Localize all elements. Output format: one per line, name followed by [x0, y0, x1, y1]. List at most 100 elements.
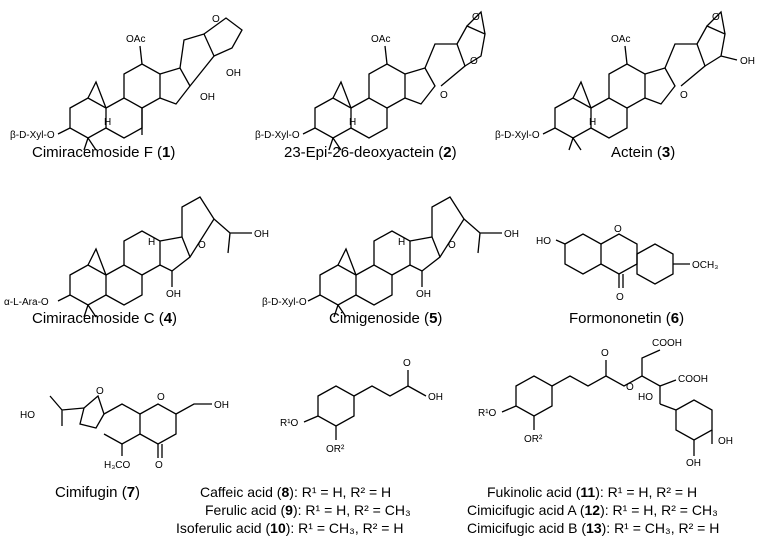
- compound-name: Fukinolic acid: [487, 484, 572, 500]
- label-o-4: O: [198, 240, 206, 251]
- caption-compound-1: Cimiracemoside F (1): [32, 144, 176, 161]
- substituent-definition: : R¹ = H, R² = CH₃: [604, 502, 718, 518]
- label-h3co-7: H₃CO: [104, 460, 131, 471]
- compound-number: 8: [281, 484, 290, 500]
- compound-name: Cimigenoside: [329, 310, 420, 327]
- caption-compound-7: Cimifugin (7): [55, 484, 141, 501]
- label-h-2: H: [349, 117, 356, 128]
- label-ara-4: α-L-Ara-O: [4, 297, 49, 308]
- compound-name: 23-Epi-26-deoxyactein: [284, 144, 435, 161]
- structure-1: [57, 17, 243, 151]
- label-oh-5b: OH: [416, 289, 431, 300]
- label-o-11: O: [601, 348, 609, 359]
- structure-11-13: [501, 349, 713, 456]
- label-xyl-3: β-D-Xyl-O: [495, 130, 540, 141]
- label-oac-3: OAc: [611, 34, 630, 45]
- label-cooh-11b: COOH: [678, 374, 708, 385]
- label-o-6b: O: [616, 292, 624, 303]
- caption-compound-12: Cimicifugic acid A (12): R¹ = H, R² = CH…: [467, 502, 718, 518]
- caption-compound-6: Formononetin (6): [569, 310, 685, 327]
- structure-8-10: [303, 370, 427, 440]
- label-o-2a: O: [470, 56, 478, 67]
- label-r1o-11: R¹O: [478, 408, 497, 419]
- label-oh-8: OH: [428, 392, 443, 403]
- label-or2-11: OR²: [524, 434, 543, 445]
- caption-compound-11: Fukinolic acid (11): R¹ = H, R² = H: [487, 484, 698, 500]
- compound-number: 2: [443, 144, 452, 161]
- compound-number: 4: [163, 310, 173, 327]
- caption-compound-8: Caffeic acid (8): R¹ = H, R² = H: [200, 484, 392, 500]
- compound-name: Cimifugin: [55, 484, 118, 501]
- label-h-3: H: [589, 117, 596, 128]
- structure-2: [302, 10, 486, 151]
- label-h-4: H: [148, 237, 155, 248]
- compound-number: 10: [270, 520, 286, 536]
- label-oh-4a: OH: [254, 229, 269, 240]
- label-or2-8: OR²: [326, 444, 345, 455]
- structure-6: [555, 233, 690, 288]
- compound-number: 3: [661, 144, 671, 161]
- label-o-3b: O: [680, 90, 688, 101]
- label-o-6: O: [614, 224, 622, 235]
- compound-name: Cimiracemoside C: [32, 310, 155, 327]
- structure-7: [49, 394, 212, 458]
- label-oh-1b: OH: [200, 92, 215, 103]
- label-ho-6: HO: [536, 236, 551, 247]
- compound-name: Cimiracemoside F: [32, 144, 153, 161]
- caption-compound-2: 23-Epi-26-deoxyactein (2): [284, 144, 457, 161]
- compound-name: Cimicifugic acid A: [467, 502, 576, 518]
- label-oh-3: OH: [740, 56, 755, 67]
- label-cooh-11a: COOH: [652, 338, 682, 349]
- structure-5: [307, 196, 502, 318]
- label-xyl-1: β-D-Xyl-O: [10, 130, 55, 141]
- label-o-2b: O: [440, 90, 448, 101]
- caption-compound-13: Cimicifugic acid B (13): R¹ = CH₃, R² = …: [467, 520, 720, 536]
- label-och3-6: OCH₃: [692, 260, 718, 271]
- compound-number: 12: [584, 502, 601, 518]
- compound-name: Caffeic acid: [200, 484, 273, 500]
- substituent-definition: : R¹ = CH₃, R² = H: [606, 520, 720, 536]
- compound-name: Formononetin: [569, 310, 662, 327]
- label-o-8: O: [403, 358, 411, 369]
- label-oac-1: OAc: [126, 34, 145, 45]
- label-oh-4b: OH: [166, 289, 181, 300]
- label-oh-5a: OH: [504, 229, 519, 240]
- compound-number: 7: [126, 484, 136, 501]
- compound-name: Isoferulic acid: [176, 520, 262, 536]
- caption-compound-3: Actein (3): [611, 144, 676, 161]
- compound-name: Actein: [611, 144, 653, 161]
- label-ho-11: HO: [638, 392, 653, 403]
- label-h-1: H: [104, 117, 111, 128]
- label-ho-7: HO: [20, 410, 35, 421]
- compound-name: Cimicifugic acid B: [467, 520, 578, 536]
- compound-number: 5: [429, 310, 438, 327]
- substituent-definition: : R¹ = H, R² = H: [293, 484, 392, 500]
- label-xyl-2: β-D-Xyl-O: [255, 130, 300, 141]
- label-o-2c: O: [472, 12, 480, 23]
- caption-compound-9: Ferulic acid (9): R¹ = H, R² = CH₃: [205, 502, 411, 518]
- label-o-1: O: [212, 14, 220, 25]
- label-r1o-8: R¹O: [280, 418, 299, 429]
- compound-number: 11: [580, 484, 596, 500]
- label-oh-11a: OH: [718, 436, 733, 447]
- compound-number: 13: [586, 520, 602, 536]
- compound-number: 1: [162, 144, 171, 161]
- substituent-definition: : R¹ = H, R² = H: [599, 484, 698, 500]
- label-oh-11b: OH: [686, 458, 701, 469]
- substituent-definition: : R¹ = H, R² = CH₃: [297, 502, 411, 518]
- label-o-7: O: [96, 386, 104, 397]
- compound-number: 6: [670, 310, 680, 327]
- label-h-5: H: [398, 237, 405, 248]
- label-o-7b: O: [157, 392, 165, 403]
- compound-number: 9: [285, 502, 293, 518]
- label-xyl-5: β-D-Xyl-O: [262, 297, 307, 308]
- structure-3: [542, 10, 738, 151]
- label-o-11b: O: [626, 382, 634, 393]
- label-o-3c: O: [712, 12, 720, 23]
- label-oh-7: OH: [214, 400, 229, 411]
- label-o-7c: O: [155, 460, 163, 471]
- compound-name: Ferulic acid: [205, 502, 277, 518]
- caption-compound-10: Isoferulic acid (10): R¹ = CH₃, R² = H: [176, 520, 404, 536]
- label-o-5: O: [448, 240, 456, 251]
